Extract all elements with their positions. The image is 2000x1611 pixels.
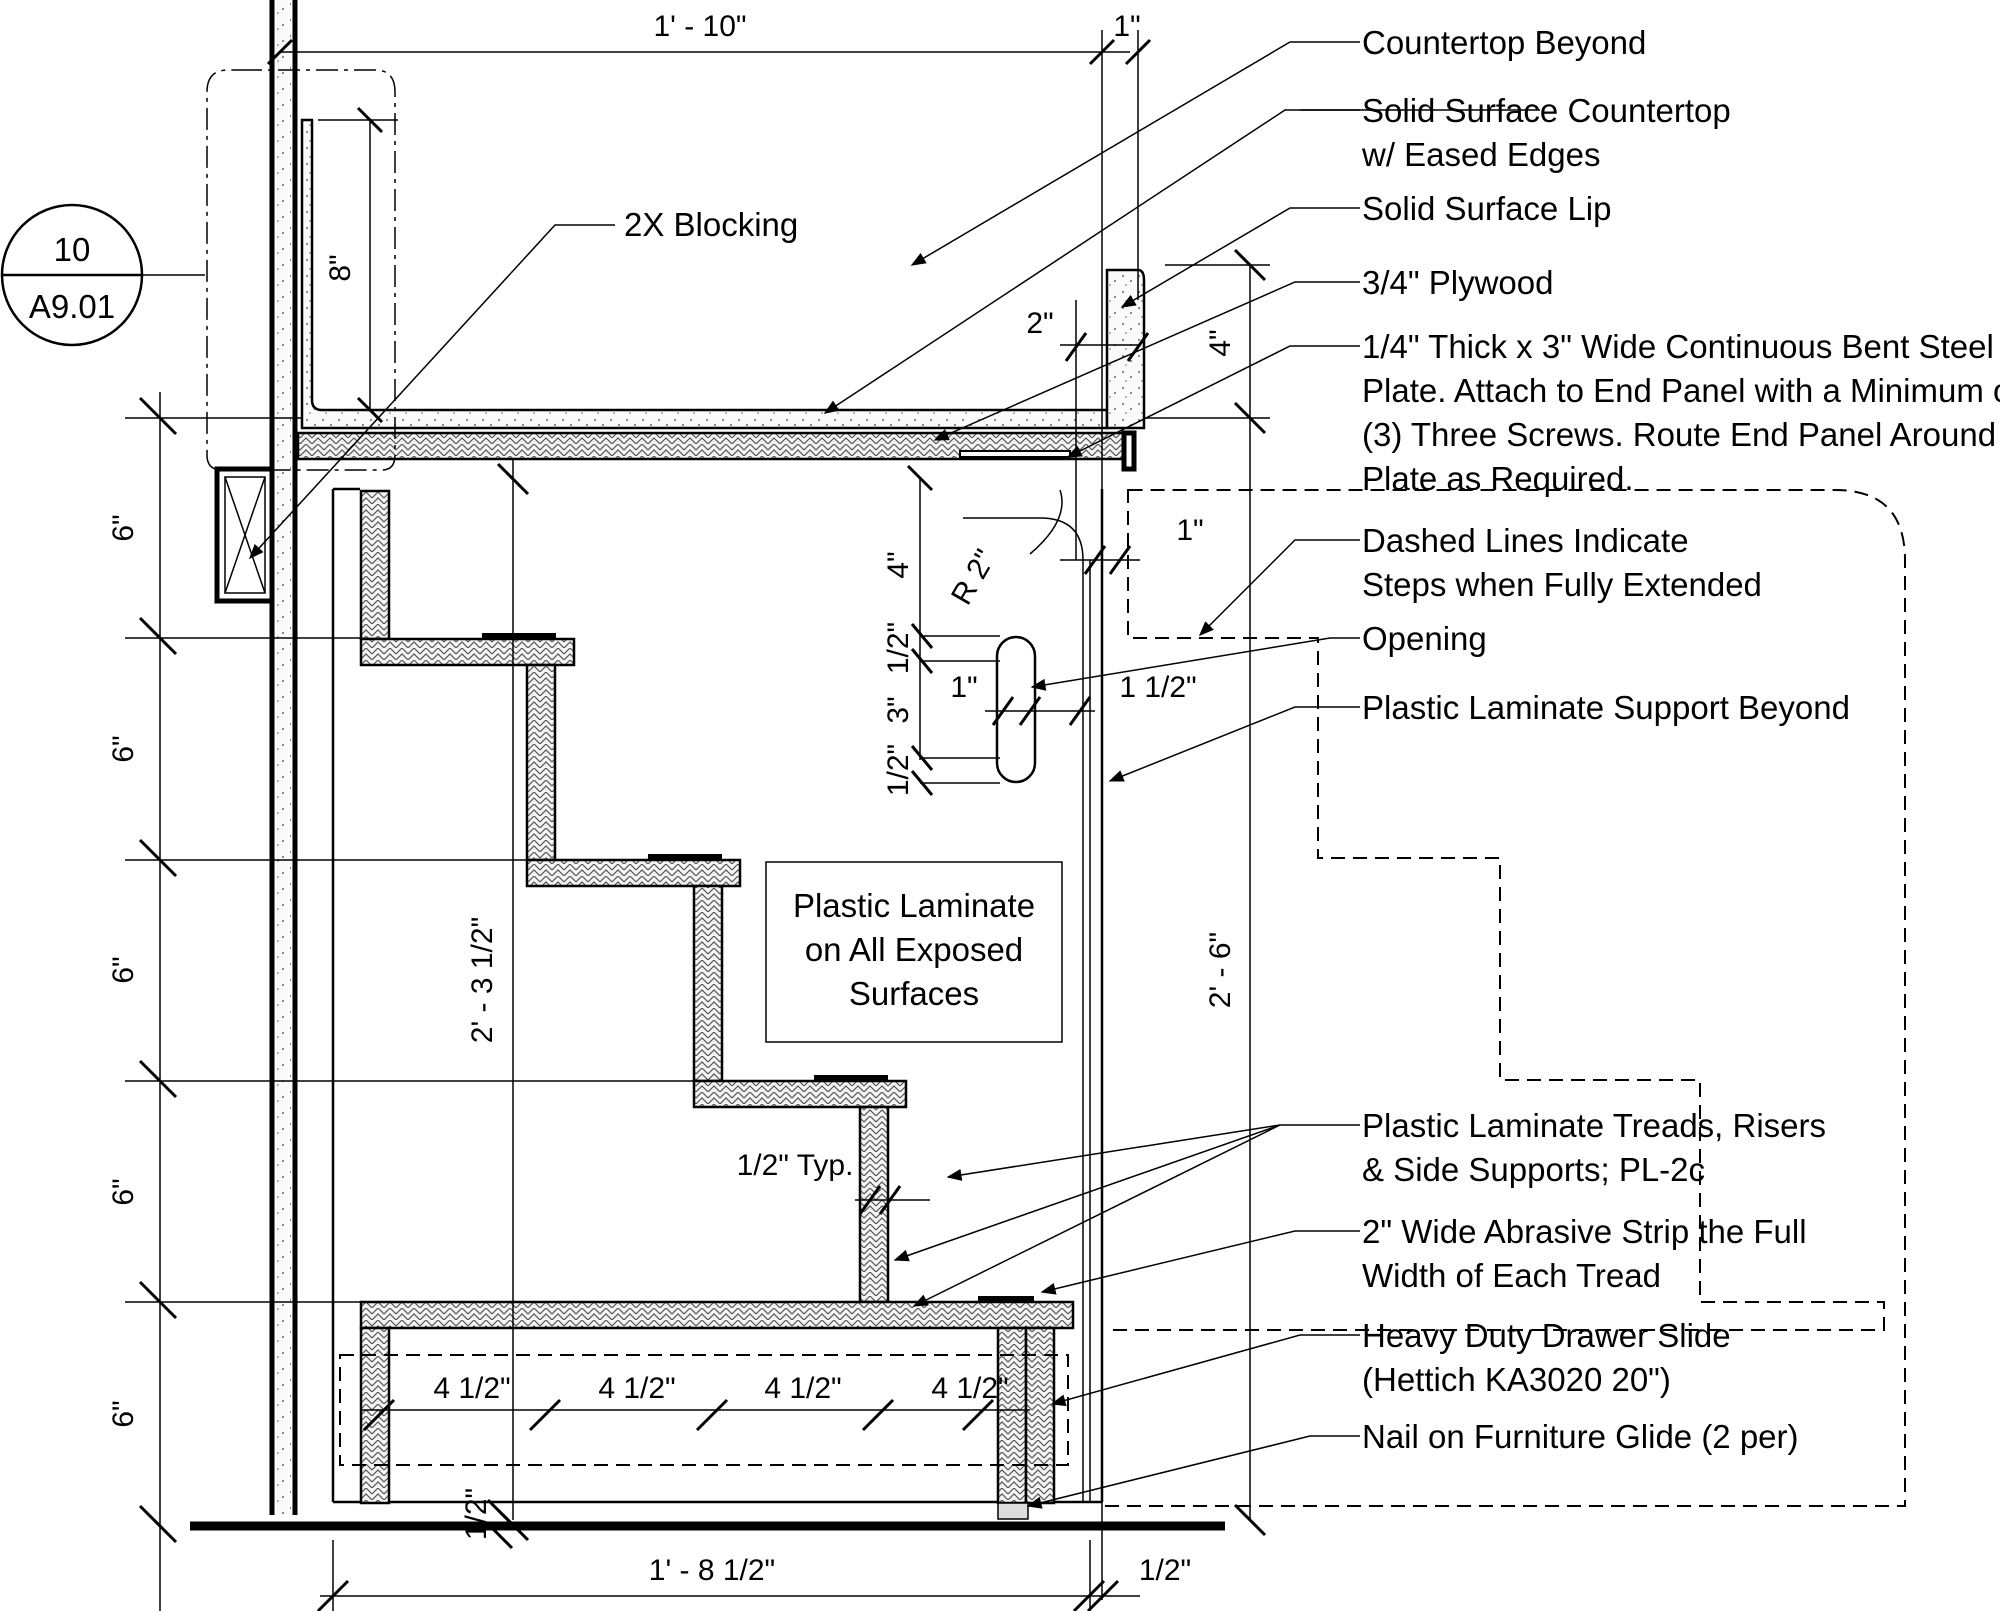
- dim-lip-width: 2": [1026, 307, 1053, 340]
- dim-opening-offset: 1 1/2": [1119, 671, 1196, 704]
- detail-tag: 10 A9.01: [0, 203, 205, 347]
- label-glide: Nail on Furniture Glide (2 per): [1362, 1418, 1799, 1455]
- dim-riser-5: 6": [107, 1400, 140, 1427]
- label-steel-plate-4: Plate as Required.: [1362, 460, 1634, 497]
- label-plywood: 3/4" Plywood: [1362, 264, 1554, 301]
- dim-opening-half-top: 1/2": [882, 622, 915, 674]
- dim-bottom-width: 1' - 8 1/2": [649, 1554, 775, 1587]
- dim-bottom-small: 1/2": [1139, 1554, 1191, 1587]
- label-dashed-lines-1: Dashed Lines Indicate: [1362, 522, 1689, 559]
- note-line-1: Plastic Laminate: [793, 887, 1035, 924]
- dim-interior-height: 2' - 3 1/2": [466, 917, 499, 1043]
- dim-riser-2: 6": [107, 735, 140, 762]
- callout-labels: Countertop Beyond Solid Surface Countert…: [624, 24, 2000, 1455]
- dim-thickness-typ: 1/2" Typ.: [737, 1149, 854, 1182]
- dim-tread-1: 4 1/2": [433, 1372, 510, 1405]
- label-pl-support-beyond: Plastic Laminate Support Beyond: [1362, 689, 1850, 726]
- dim-tread-2: 4 1/2": [598, 1372, 675, 1405]
- dim-tread-4: 4 1/2": [931, 1372, 1008, 1405]
- label-pl-treads-2: & Side Supports; PL-2c: [1362, 1151, 1705, 1188]
- dim-radius: R 2": [945, 544, 1002, 610]
- dim-riser-3: 6": [107, 956, 140, 983]
- note-line-3: Surfaces: [849, 975, 979, 1012]
- label-abrasive-1: 2" Wide Abrasive Strip the Full: [1362, 1213, 1807, 1250]
- dim-overall-height: 2' - 6": [1204, 932, 1237, 1008]
- label-steel-plate-3: (3) Three Screws. Route End Panel Around: [1362, 416, 1996, 453]
- dim-opening-half-bottom: 1/2": [882, 744, 915, 796]
- dim-lip-height: 4": [1204, 329, 1237, 356]
- dim-opening-width: 1": [950, 671, 977, 704]
- note-box: Plastic Laminate on All Exposed Surfaces: [765, 861, 1063, 1043]
- label-drawer-slide-2: (Hettich KA3020 20"): [1362, 1361, 1671, 1398]
- note-line-2: on All Exposed: [805, 931, 1023, 968]
- label-solid-surface-countertop-1: Solid Surface Countertop: [1362, 92, 1731, 129]
- dim-riser-1: 6": [107, 514, 140, 541]
- label-steel-plate-2: Plate. Attach to End Panel with a Minimu…: [1362, 372, 2000, 409]
- dimension-lines: [125, 30, 1270, 1611]
- label-blocking: 2X Blocking: [624, 206, 798, 243]
- label-pl-treads-1: Plastic Laminate Treads, Risers: [1362, 1107, 1826, 1144]
- dim-backsplash: 8": [324, 254, 357, 281]
- dim-top-small: 1": [1113, 10, 1140, 43]
- label-solid-surface-countertop-2: w/ Eased Edges: [1361, 136, 1600, 173]
- label-steel-plate-1: 1/4" Thick x 3" Wide Continuous Bent Ste…: [1362, 328, 1994, 365]
- dim-riser-4: 6": [107, 1178, 140, 1205]
- label-abrasive-2: Width of Each Tread: [1362, 1257, 1661, 1294]
- extended-steps-dashed: [1105, 489, 1906, 1507]
- label-solid-surface-lip: Solid Surface Lip: [1362, 190, 1611, 227]
- detail-sheet: A9.01: [29, 288, 115, 325]
- detail-number: 10: [54, 231, 91, 268]
- label-dashed-lines-2: Steps when Fully Extended: [1362, 566, 1762, 603]
- dim-side-gap: 1": [1176, 514, 1203, 547]
- countertop: [206, 69, 1146, 472]
- label-drawer-slide-1: Heavy Duty Drawer Slide: [1362, 1317, 1731, 1354]
- wall: [269, 0, 298, 1515]
- blocking: [214, 466, 275, 604]
- label-opening: Opening: [1362, 620, 1487, 657]
- dim-top-width: 1' - 10": [653, 10, 746, 43]
- dim-floor-gap: 1/2": [460, 1488, 493, 1540]
- dim-opening-height: 3": [882, 696, 915, 723]
- label-countertop-beyond: Countertop Beyond: [1362, 24, 1646, 61]
- dim-tread-3: 4 1/2": [764, 1372, 841, 1405]
- dim-radius-drop: 4": [882, 551, 915, 578]
- leader-lines: [248, 41, 1540, 1509]
